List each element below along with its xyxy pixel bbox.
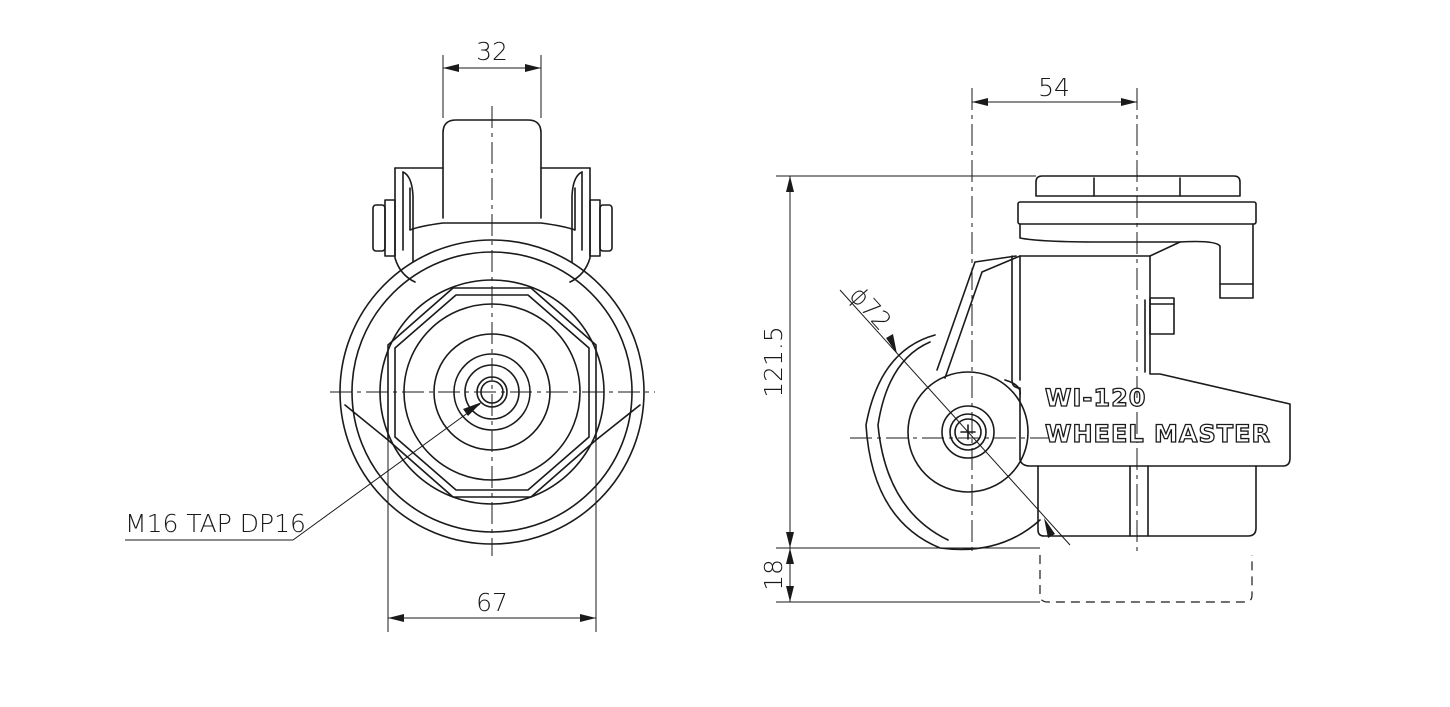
model-label: WI-120	[1045, 384, 1146, 412]
dimension-32-label: 32	[476, 37, 508, 66]
front-view	[330, 106, 655, 556]
tap-note-label: M16 TAP DP16	[125, 509, 306, 538]
dimension-54-label: 54	[1038, 73, 1070, 102]
diameter-72-label: ϕ72	[844, 281, 898, 336]
dimension-121-5-label: 121.5	[759, 326, 788, 398]
dimension-18-label: 18	[759, 559, 788, 591]
dimension-32: 32	[442, 37, 542, 118]
tap-note: M16 TAP DP16	[125, 402, 482, 541]
dimension-121-5: 121.5	[759, 175, 1040, 549]
brand-label: WHEEL MASTER	[1045, 420, 1271, 448]
dimension-54: 54	[972, 73, 1137, 106]
dimension-67: 67	[387, 440, 597, 632]
dimension-67-label: 67	[476, 588, 508, 617]
dimension-18: 18	[759, 548, 1040, 603]
side-view: WI-120 WHEEL MASTER	[850, 88, 1291, 603]
